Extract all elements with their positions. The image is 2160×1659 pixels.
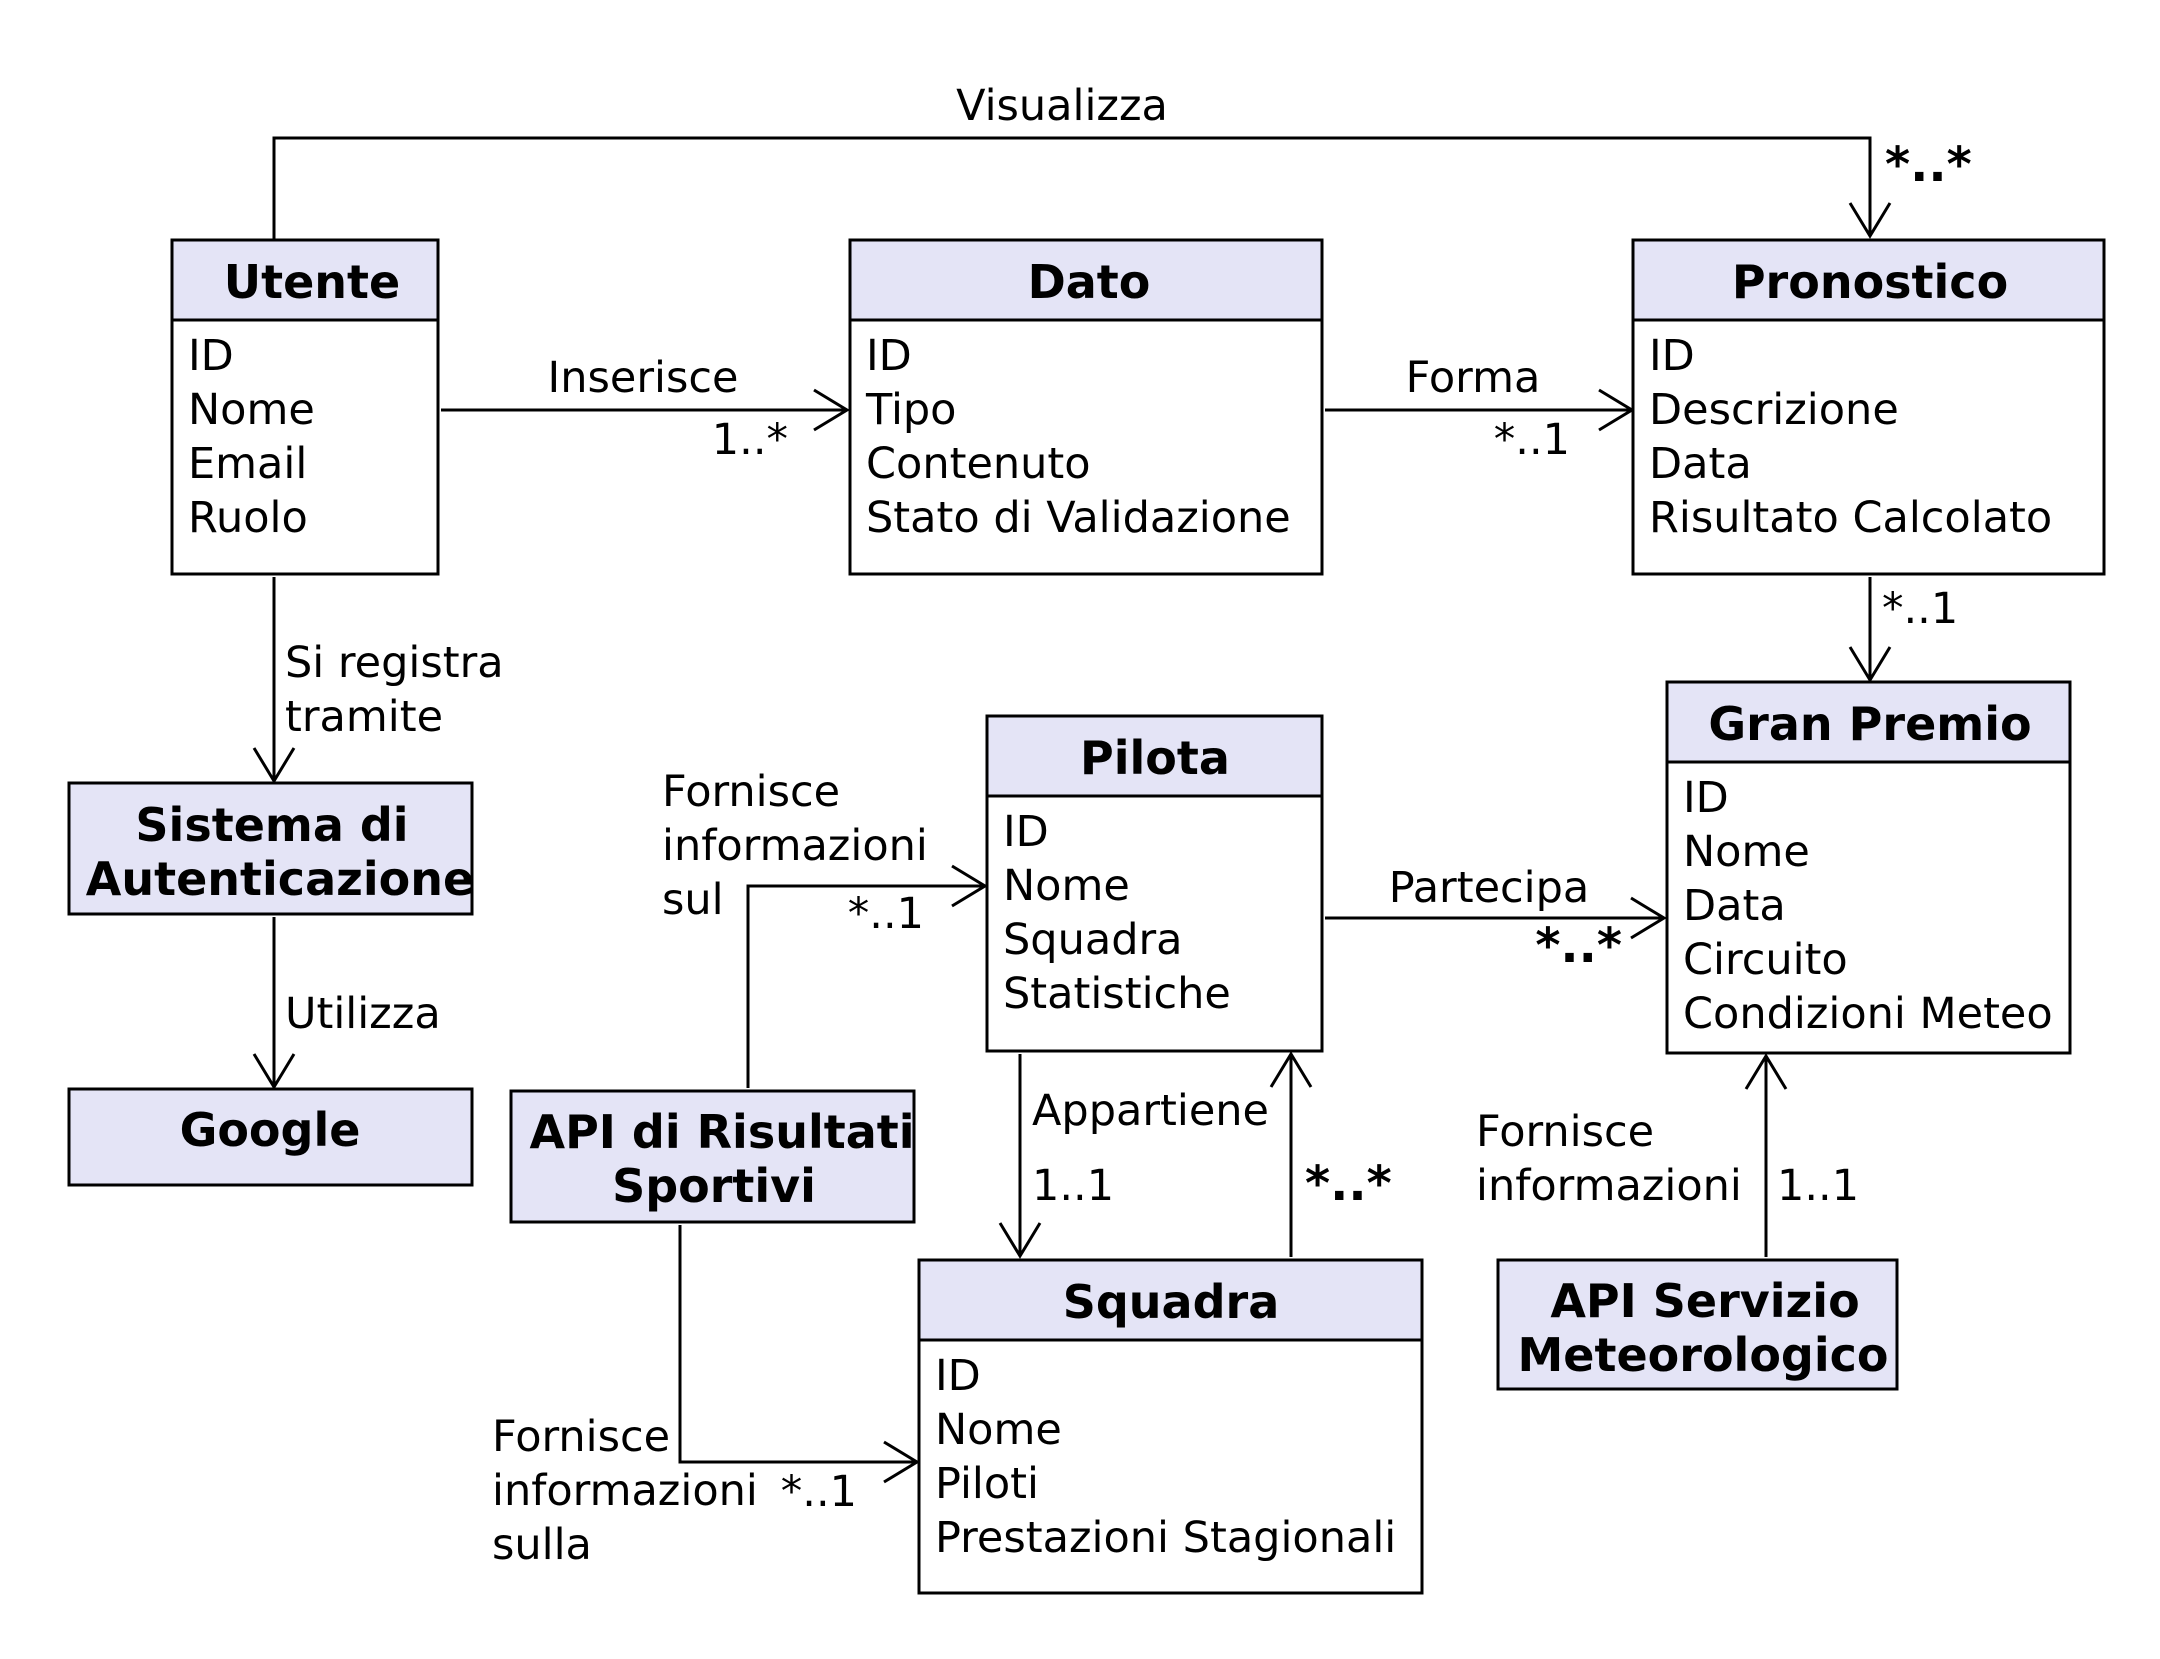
class-title-pronostico: Pronostico (1732, 255, 2008, 309)
actor-title-line2: Meteorologico (1518, 1328, 1889, 1382)
attribute-tipo: Tipo (865, 385, 957, 435)
class-title-utente: Utente (224, 255, 400, 309)
actor-sistema-autenticazione: Sistema di Autenticazione (67, 781, 474, 916)
edge-fornisce-pilota: Fornisce informazioni sul *..1 (662, 767, 988, 1088)
attribute-risultato-calcolato: Risultato Calcolato (1649, 493, 2052, 543)
attribute-data: Data (1683, 881, 1786, 931)
multiplicity-fornisce-meteo: 1..1 (1777, 1161, 1859, 1211)
edge-inserisce: Inserisce 1..* (441, 353, 850, 465)
edge-fornisce-meteo: Fornisce informazioni 1..1 (1476, 1053, 1859, 1257)
edge-partecipa: Partecipa *..* (1325, 863, 1667, 974)
attribute-circuito: Circuito (1683, 935, 1848, 985)
class-title-dato: Dato (1028, 255, 1151, 309)
class-squadra: Squadra ID Nome Piloti Prestazioni Stagi… (917, 1258, 1424, 1595)
class-title-pilota: Pilota (1080, 731, 1230, 785)
edge-label-fornisce-pilota-line3: sul (662, 875, 724, 925)
multiplicity-appartiene: 1..1 (1032, 1161, 1114, 1211)
edge-label-partecipa: Partecipa (1389, 863, 1590, 913)
attribute-id: ID (935, 1351, 981, 1401)
edge-label-si-registra-line2: tramite (285, 692, 443, 742)
edge-pronostico-granpremio: *..1 (1848, 577, 1958, 683)
actor-title-line2: Sportivi (612, 1159, 816, 1213)
attribute-condizioni-meteo: Condizioni Meteo (1683, 989, 2053, 1039)
attribute-statistiche: Statistiche (1003, 969, 1231, 1019)
multiplicity-inserisce: 1..* (712, 415, 788, 465)
class-title-gran-premio: Gran Premio (1708, 697, 2031, 751)
edge-label-inserisce: Inserisce (548, 353, 739, 403)
attribute-nome: Nome (1683, 827, 1810, 877)
attribute-id: ID (1683, 773, 1729, 823)
multiplicity-fornisce-pilota: *..1 (848, 889, 924, 939)
edge-utilizza: Utilizza (252, 917, 441, 1090)
edge-fornisce-squadra: Fornisce informazioni sulla *..1 (492, 1225, 920, 1570)
actor-google: Google (67, 1087, 474, 1187)
multiplicity-forma: *..1 (1494, 415, 1570, 465)
edge-label-appartiene: Appartiene (1032, 1086, 1269, 1136)
actor-api-risultati-sportivi: API di Risultati Sportivi (509, 1089, 916, 1224)
class-gran-premio: Gran Premio ID Nome Data Circuito Condiz… (1665, 680, 2072, 1055)
edge-label-fornisce-squadra-line2: informazioni (492, 1466, 758, 1516)
edge-label-visualizza: Visualizza (956, 81, 1168, 131)
edge-label-si-registra-line1: Si registra (285, 638, 504, 688)
attribute-id: ID (188, 331, 234, 381)
actor-title-line1: API Servizio (1550, 1274, 1859, 1328)
multiplicity-squadra-pilota: *..* (1305, 1156, 1392, 1212)
edge-label-fornisce-meteo-line1: Fornisce (1476, 1107, 1654, 1157)
attribute-ruolo: Ruolo (188, 493, 308, 543)
attribute-prestazioni-stagionali: Prestazioni Stagionali (935, 1513, 1396, 1563)
attribute-nome: Nome (935, 1405, 1062, 1455)
attribute-id: ID (1649, 331, 1695, 381)
attribute-data: Data (1649, 439, 1752, 489)
class-title-squadra: Squadra (1063, 1275, 1280, 1329)
class-pronostico: Pronostico ID Descrizione Data Risultato… (1631, 238, 2106, 576)
edge-label-fornisce-pilota-line1: Fornisce (662, 767, 840, 817)
attribute-descrizione: Descrizione (1649, 385, 1899, 435)
attribute-stato-validazione: Stato di Validazione (866, 493, 1291, 543)
actor-api-servizio-meteorologico: API Servizio Meteorologico (1496, 1258, 1899, 1391)
class-utente: Utente ID Nome Email Ruolo (170, 238, 440, 576)
edge-appartiene: Appartiene 1..1 (998, 1054, 1269, 1259)
class-pilota: Pilota ID Nome Squadra Statistiche (985, 714, 1324, 1053)
attribute-nome: Nome (188, 385, 315, 435)
multiplicity-pronostico-granpremio: *..1 (1882, 584, 1958, 634)
attribute-id: ID (866, 331, 912, 381)
multiplicity-fornisce-squadra: *..1 (781, 1467, 857, 1517)
edge-squadra-pilota: *..* (1269, 1051, 1392, 1257)
attribute-squadra: Squadra (1003, 915, 1183, 965)
edge-label-fornisce-squadra-line1: Fornisce (492, 1412, 670, 1462)
edge-label-utilizza: Utilizza (285, 989, 441, 1039)
multiplicity-visualizza: *..* (1885, 137, 1972, 193)
edge-label-fornisce-squadra-line3: sulla (492, 1520, 592, 1570)
edge-forma: Forma *..1 (1325, 353, 1635, 465)
class-dato: Dato ID Tipo Contenuto Stato di Validazi… (848, 238, 1324, 576)
attribute-nome: Nome (1003, 861, 1130, 911)
edge-si-registra: Si registra tramite (252, 577, 504, 784)
edge-label-fornisce-meteo-line2: informazioni (1476, 1161, 1742, 1211)
edge-label-fornisce-pilota-line2: informazioni (662, 821, 928, 871)
multiplicity-partecipa: *..* (1535, 918, 1622, 974)
attribute-id: ID (1003, 807, 1049, 857)
actor-title-line2: Autenticazione (86, 852, 474, 906)
edge-label-forma: Forma (1406, 353, 1541, 403)
edge-visualizza: Visualizza *..* (272, 81, 1972, 239)
actor-title-line1: API di Risultati (529, 1105, 914, 1159)
attribute-email: Email (188, 439, 307, 489)
attribute-piloti: Piloti (935, 1459, 1039, 1509)
actor-title: Google (180, 1103, 361, 1157)
attribute-contenuto: Contenuto (866, 439, 1091, 489)
actor-title-line1: Sistema di (135, 798, 408, 852)
